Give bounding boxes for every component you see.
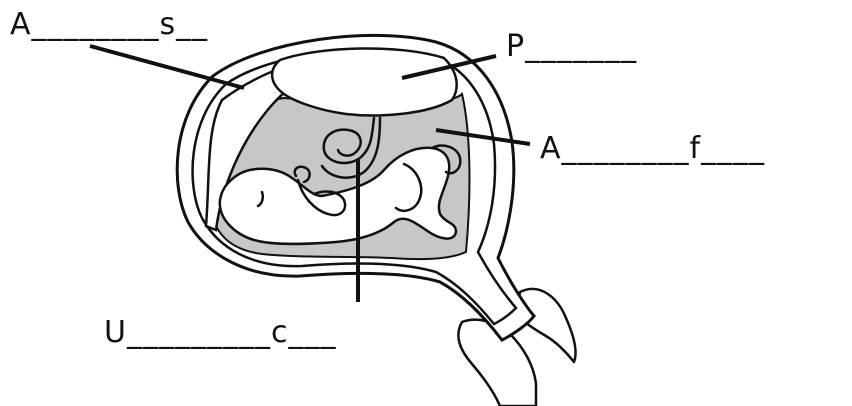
leader-amniotic-sac — [90, 46, 244, 88]
label-umbilical-cord: U_________c___ — [104, 315, 336, 350]
label-placenta: P_______ — [506, 29, 637, 64]
label-amniotic-fluid: A________f____ — [540, 131, 765, 166]
label-amniotic-sac: A________s__ — [10, 7, 208, 42]
